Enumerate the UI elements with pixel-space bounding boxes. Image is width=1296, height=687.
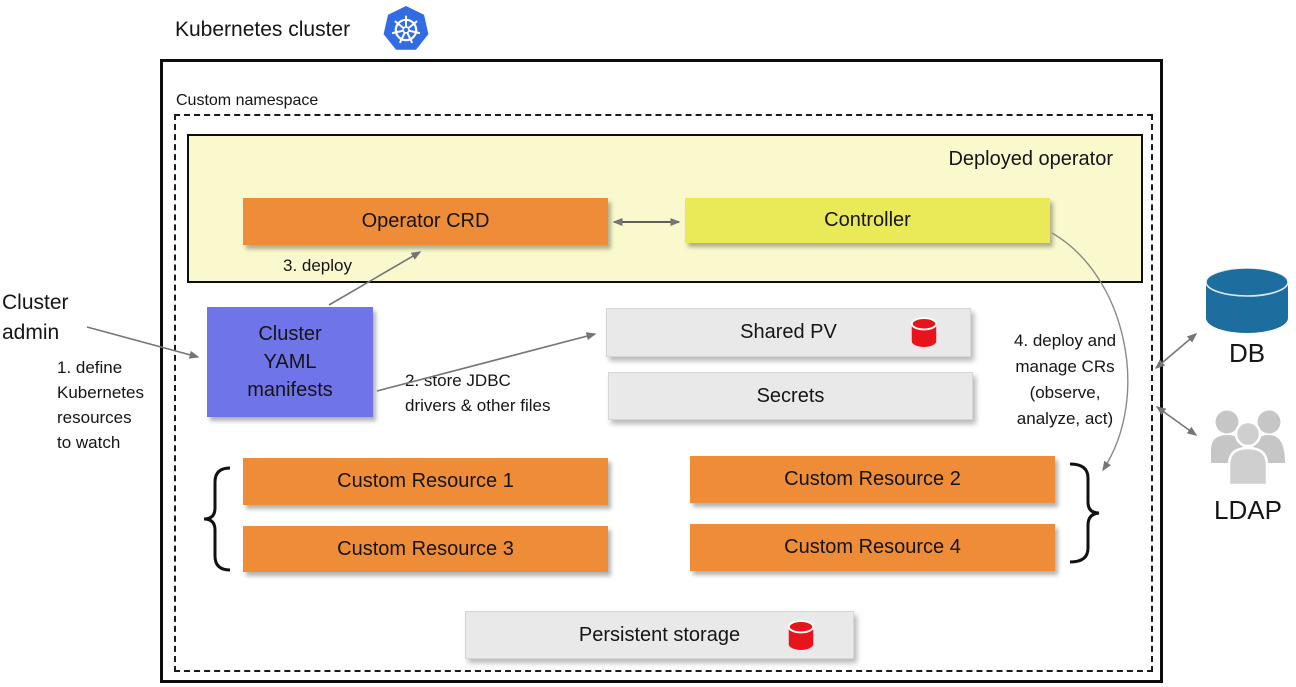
ldap-icon [1210,405,1286,487]
step4-annotation: 4. deploy and manage CRs (observe, analy… [1013,331,1117,428]
custom-resource-1-box: Custom Resource 1 [243,458,608,505]
controller-box: Controller [685,198,1050,243]
yaml-manifests-box: Cluster YAML manifests [207,307,373,417]
step2-annotation: 2. store JDBC drivers & other files [405,371,551,415]
ldap-label: LDAP [1214,495,1282,525]
step3-annotation: 3. deploy [283,256,352,275]
kubernetes-logo-icon [382,5,430,53]
shared-pv-storage-icon [910,316,938,349]
cluster-admin-label: Cluster admin [2,291,69,344]
custom-resource-4-box: Custom Resource 4 [690,524,1055,571]
cluster-boundary [160,59,1163,683]
namespace-boundary [174,114,1153,672]
step1-annotation: 1. define Kubernetes resources to watch [57,358,144,452]
db-icon [1203,266,1291,336]
custom-resource-3-box: Custom Resource 3 [243,526,608,572]
custom-resource-2-box: Custom Resource 2 [690,456,1055,503]
namespace-label: Custom namespace [176,92,319,109]
db-label: DB [1228,338,1266,368]
persistent-storage-box: Persistent storage [465,611,854,659]
deployed-operator-label: Deployed operator [948,148,1113,170]
persistent-storage-icon [787,619,815,652]
operator-crd-box: Operator CRD [243,198,608,245]
diagram-title: Kubernetes cluster [175,18,351,41]
secrets-box: Secrets [608,372,973,420]
persistent-storage-label: Persistent storage [578,623,741,646]
shared-pv-label: Shared PV [740,321,837,343]
shared-pv-box: Shared PV [606,308,971,357]
